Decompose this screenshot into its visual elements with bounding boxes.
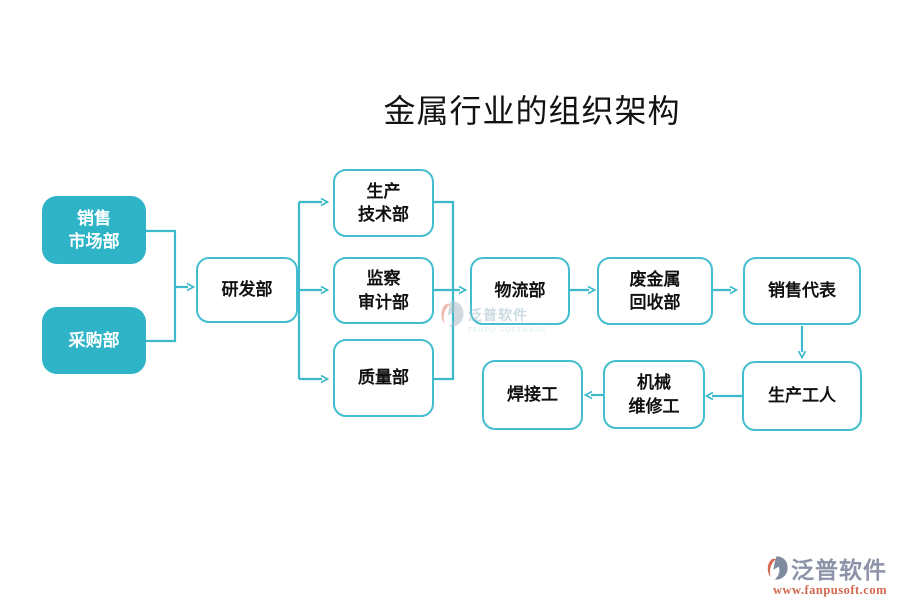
node-production-worker: 生产工人 [742,361,862,431]
watermark-url-text: www.fanpusoft.com [772,583,887,597]
watermark-center: 泛普软件 FANPU SOFTWARE [436,299,547,334]
node-rnd-dept: 研发部 [196,257,298,323]
node-sales-rep: 销售代表 [743,257,861,325]
node-production-tech-dept: 生产 技术部 [333,169,434,237]
node-machine-maintenance: 机械 维修工 [603,360,705,429]
watermark-center-brand: 泛普软件 [468,307,528,323]
node-logistics-dept: 物流部 [470,257,570,325]
node-supervision-audit-dept: 监察 审计部 [333,257,434,324]
watermark-center-subtext: FANPU SOFTWARE [468,327,547,334]
node-welder: 焊接工 [482,360,583,430]
node-purchasing-dept: 采购部 [42,307,146,374]
watermark-brand-text: 泛普软件 [791,557,887,583]
fanpu-logo-icon [767,556,788,580]
fanpu-logo-icon [441,301,464,328]
diagram-title: 金属行业的组织架构 [383,93,681,129]
connector-left-bracket [146,229,177,343]
node-quality-dept: 质量部 [333,339,434,417]
node-scrap-recycling-dept: 废金属 回收部 [597,257,713,325]
node-sales-market-dept: 销售 市场部 [42,196,146,264]
watermark-bottom-right: 泛普软件 www.fanpusoft.com [764,551,887,598]
